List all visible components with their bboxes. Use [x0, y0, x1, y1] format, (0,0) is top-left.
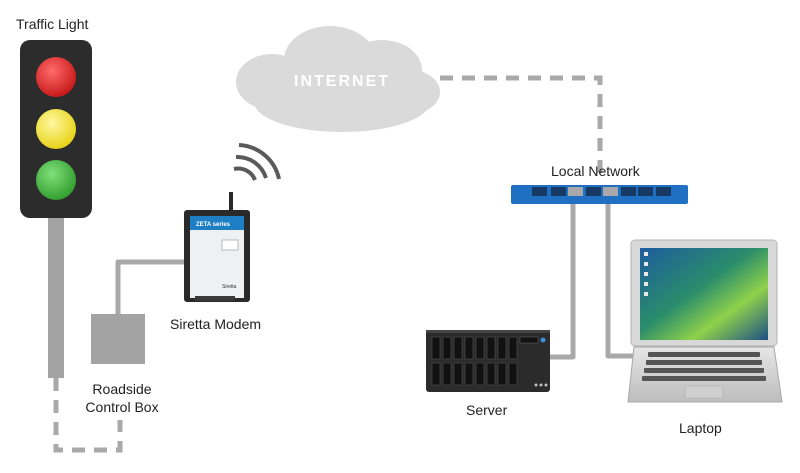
wireless-signal-icon — [233, 143, 281, 181]
traffic-light-pole — [48, 212, 64, 378]
control-box-label: Roadside Control Box — [76, 380, 168, 416]
modem-bottom — [195, 296, 235, 301]
red-light-icon — [36, 57, 76, 97]
modem-series-text: ZETA series — [196, 222, 231, 228]
dashed-connections — [53, 75, 603, 453]
server-label: Server — [466, 402, 508, 418]
local-network-label: Local Network — [551, 163, 640, 179]
server-power-led — [540, 337, 546, 343]
server-drive-bays — [431, 336, 518, 386]
modem-to-control-box-cable — [115, 259, 184, 314]
yellow-light-icon — [36, 109, 76, 149]
switch-to-laptop-cable — [605, 196, 640, 359]
modem-header-band — [190, 216, 244, 230]
switch-ports — [532, 187, 671, 196]
internet-to-switch-link — [440, 75, 603, 180]
laptop-label: Laptop — [679, 420, 722, 436]
control-box — [91, 314, 145, 364]
server-top-edge — [426, 330, 550, 333]
server — [426, 330, 550, 392]
server-buttons — [534, 383, 548, 387]
internet-cloud — [236, 26, 440, 132]
laptop-trackpad — [684, 385, 724, 399]
siretta-modem: ZETA series Siretta — [184, 192, 250, 302]
control-box-label-line1: Roadside — [92, 381, 152, 397]
solid-connections — [115, 196, 640, 360]
traffic-light — [20, 40, 92, 378]
laptop-screen — [640, 248, 768, 340]
laptop-keyboard — [642, 352, 766, 381]
green-light-icon — [36, 160, 76, 200]
modem-antenna — [229, 192, 233, 214]
modem-brand-text: Siretta — [222, 284, 237, 290]
modem-label: Siretta Modem — [170, 316, 262, 332]
modem-display — [221, 239, 239, 251]
network-switch — [511, 185, 688, 204]
control-box-label-line2: Control Box — [85, 399, 159, 415]
server-display — [519, 336, 539, 344]
switch-to-server-cable — [548, 196, 576, 360]
traffic-light-label: Traffic Light — [16, 16, 89, 32]
laptop — [627, 239, 783, 403]
desktop-icons — [644, 252, 648, 296]
internet-label: INTERNET — [294, 73, 390, 90]
